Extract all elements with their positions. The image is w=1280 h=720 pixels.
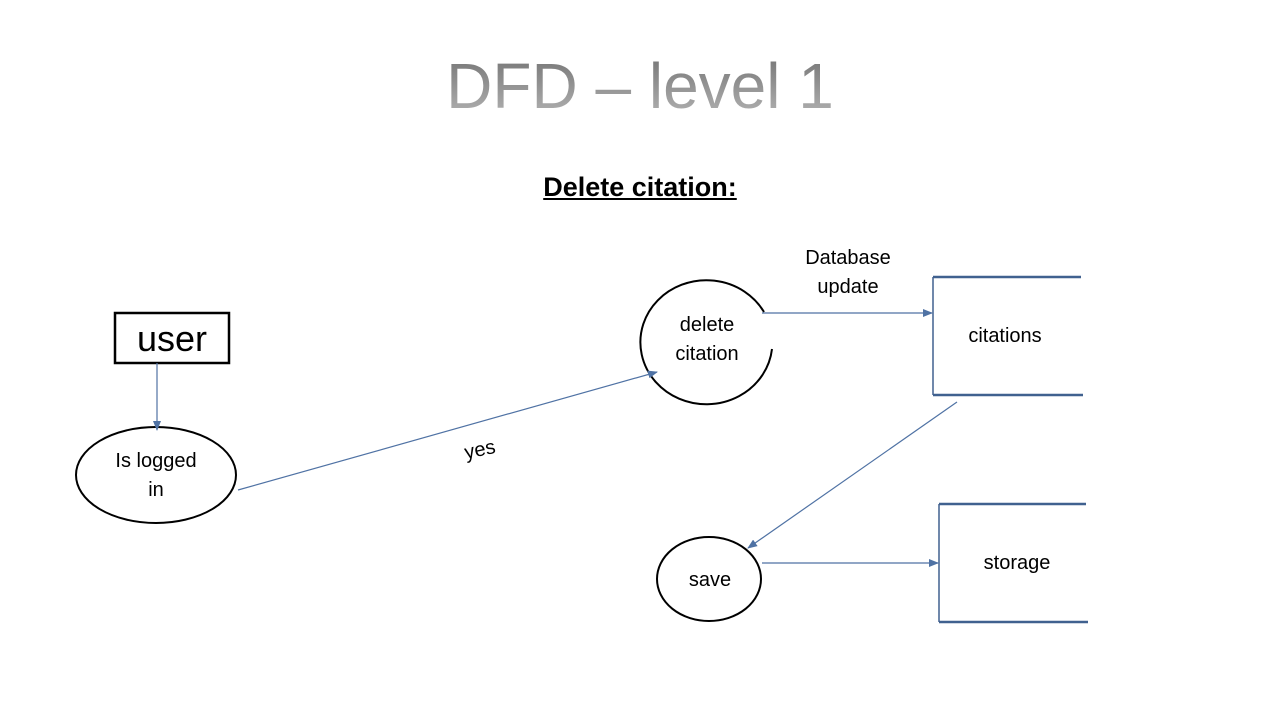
yes-flow	[237, 370, 658, 491]
citations-to-save-flow	[747, 401, 958, 549]
storage-label: storage	[983, 552, 1051, 574]
delete-citation-label: delete citation	[675, 314, 739, 365]
is-logged-in-label: Is logged in	[115, 450, 197, 501]
storage-store	[938, 502, 1088, 624]
diagram-subtitle: Delete citation:	[543, 172, 737, 202]
citations-store	[932, 275, 1083, 397]
save-label: save	[688, 569, 732, 591]
slide-title: DFD – level 1	[0, 48, 1280, 124]
user-label: user	[136, 318, 208, 359]
save-process	[656, 536, 762, 622]
delete-citation-process	[639, 279, 773, 406]
database-update-flow-label: Database update	[805, 247, 891, 298]
user-entity-box	[113, 311, 231, 365]
citations-label: citations	[968, 325, 1042, 347]
